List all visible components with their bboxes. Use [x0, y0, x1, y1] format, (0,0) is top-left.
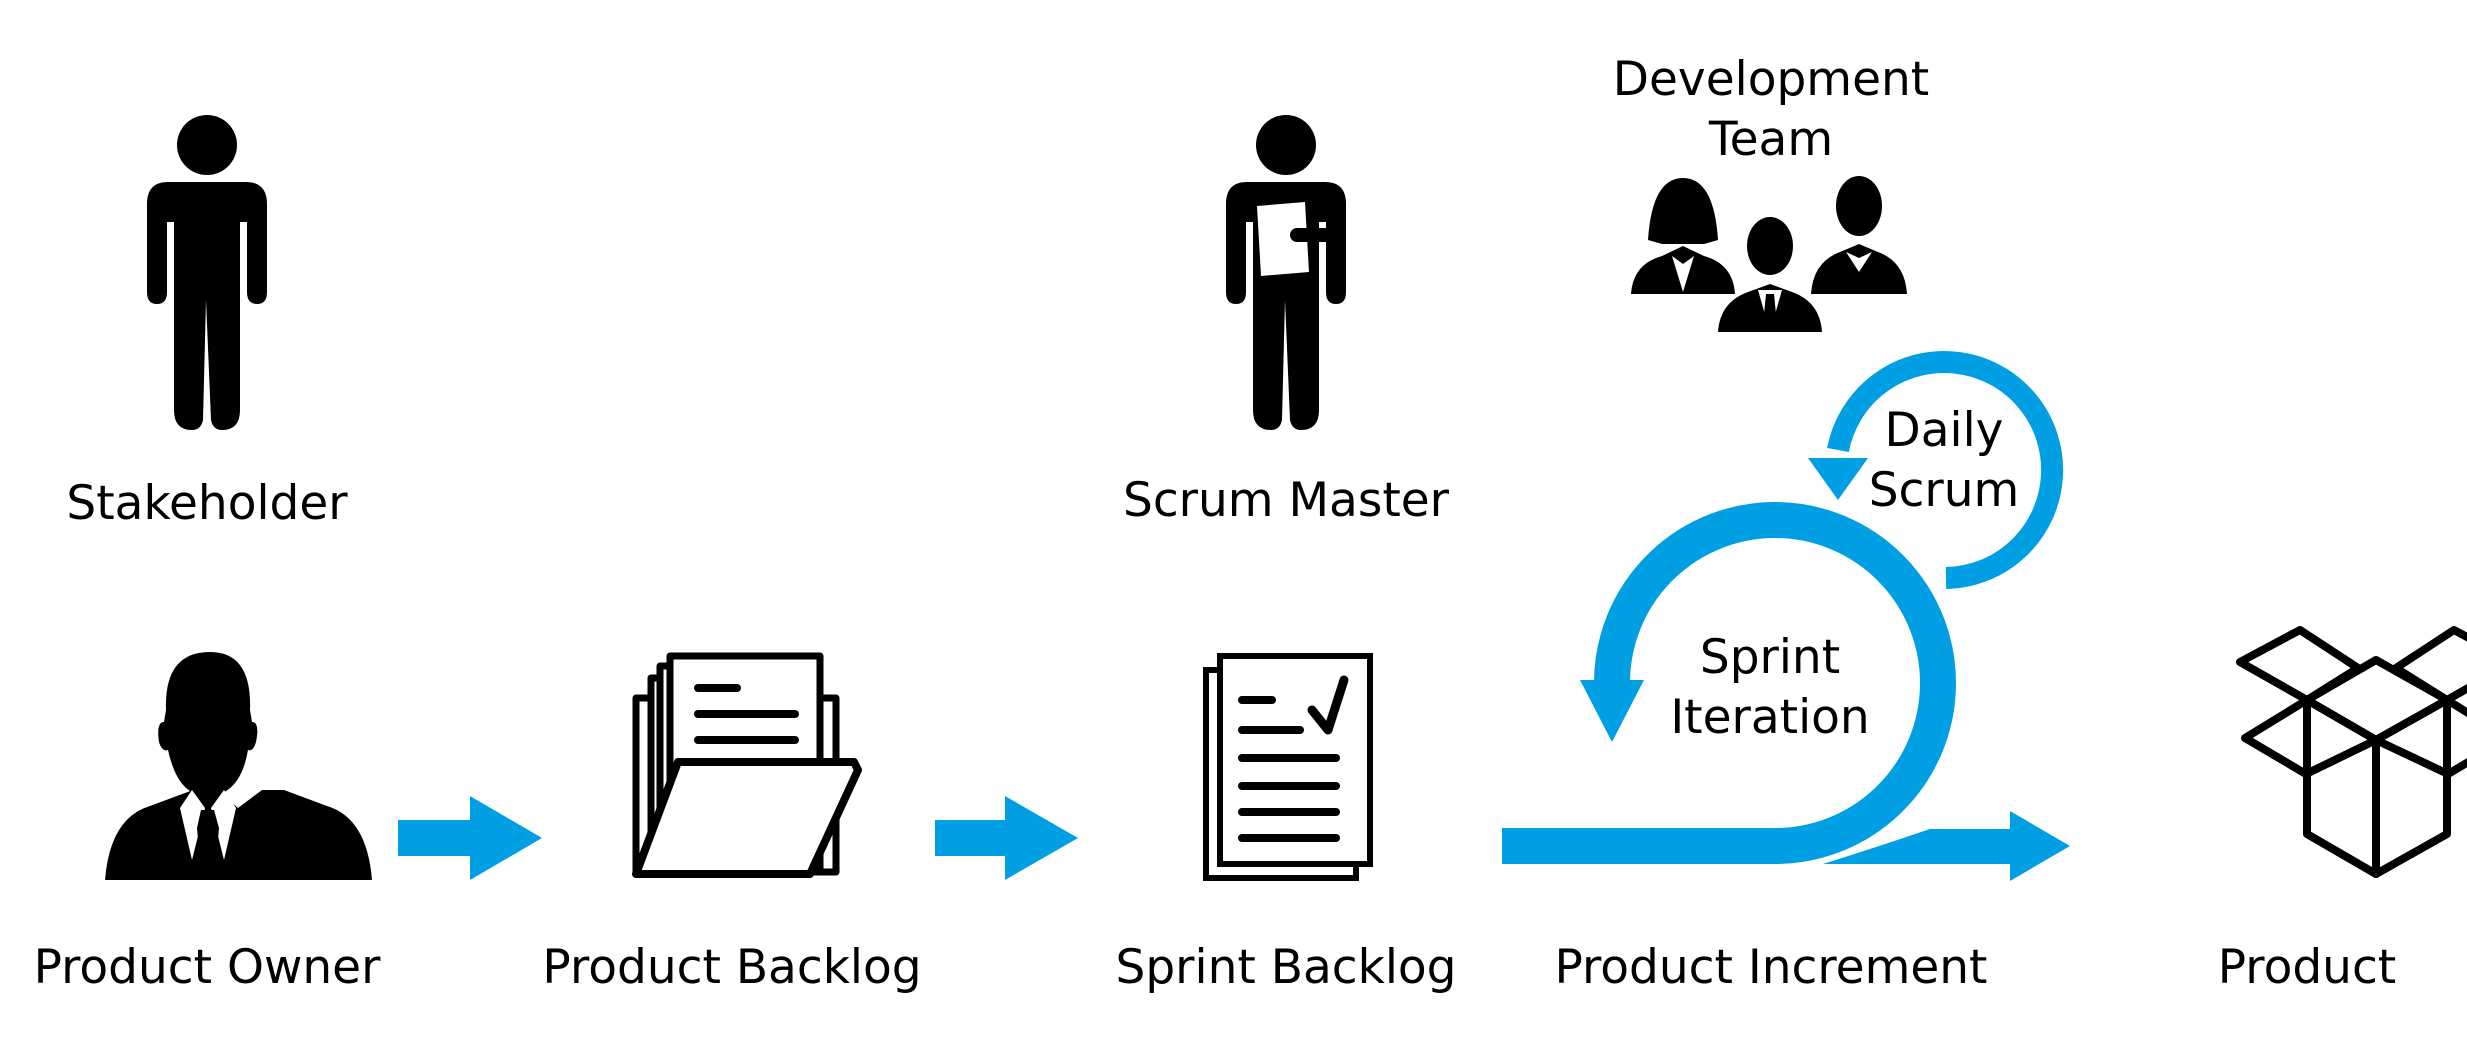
stakeholder-icon — [147, 115, 267, 430]
sprint-iteration-label-line2: Iteration — [1670, 690, 1869, 745]
open-box-icon — [2236, 626, 2467, 878]
daily-scrum-loop-icon — [1808, 351, 2064, 589]
scrum-master-icon — [1226, 115, 1346, 430]
daily-scrum-label-line2: Scrum — [1869, 463, 2020, 518]
sprint-backlog-label: Sprint Backlog — [1116, 940, 1457, 995]
businessman-icon — [105, 652, 372, 880]
product-backlog-label: Product Backlog — [542, 940, 921, 995]
daily-scrum-label-line1: Daily — [1885, 403, 2004, 458]
product-increment-label: Product Increment — [1554, 940, 1987, 995]
scrum-master-label: Scrum Master — [1123, 473, 1450, 528]
development-team-icon — [1631, 176, 1907, 332]
checked-documents-icon — [1203, 653, 1373, 881]
development-team-label-line2: Team — [1708, 112, 1833, 167]
development-team-label-line1: Development — [1613, 52, 1929, 107]
stakeholder-label: Stakeholder — [66, 476, 348, 531]
folder-documents-icon — [632, 652, 862, 878]
sprint-iteration-label-line1: Sprint — [1700, 630, 1840, 685]
flow-arrow-1 — [398, 796, 542, 880]
flow-arrow-2 — [935, 796, 1078, 880]
product-owner-label: Product Owner — [34, 940, 382, 995]
sprint-loop-arrow-icon — [1502, 502, 2070, 881]
product-label: Product — [2218, 940, 2396, 995]
